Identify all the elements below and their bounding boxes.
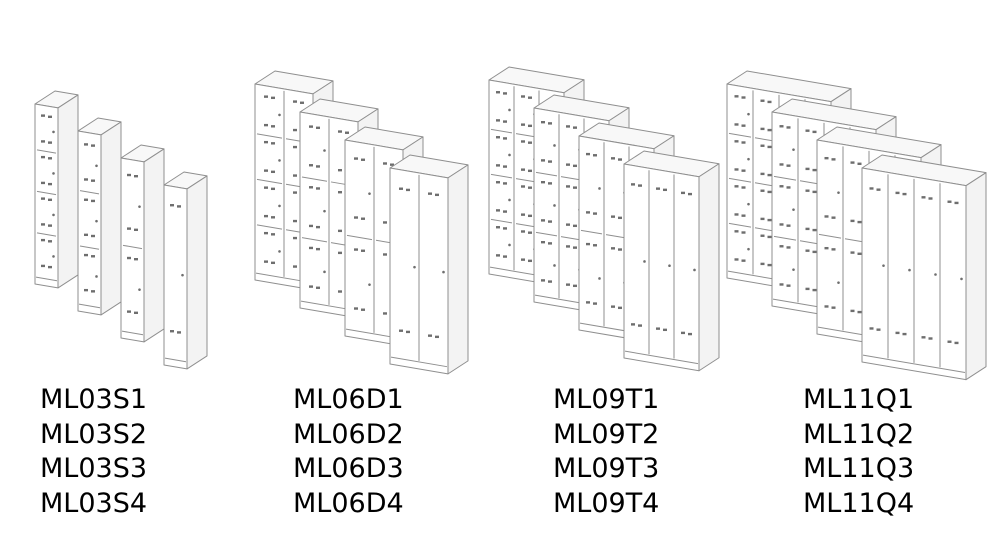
model-list-ml09t: ML09T1 ML09T2 ML09T3 ML09T4 [553, 383, 659, 521]
ml11q-locker-variant-4 [861, 154, 987, 381]
locker-group-ml09t [488, 66, 720, 372]
locker-group-ml11q [726, 70, 987, 381]
ml09t-locker-variant-4 [623, 150, 720, 372]
model-list-ml06d: ML06D1 ML06D2 ML06D3 ML06D4 [293, 383, 404, 521]
model-label: ML11Q2 [803, 418, 915, 450]
model-label: ML03S3 [40, 453, 148, 484]
model-label: ML11Q4 [803, 487, 915, 519]
model-label: ML09T1 [553, 384, 660, 415]
locker-group-ml03s [34, 90, 208, 370]
ml03s-locker-variant-2 [77, 117, 122, 316]
ml03s-locker-variant-1 [34, 90, 79, 289]
model-label: ML03S4 [40, 487, 148, 519]
model-label: ML09T4 [553, 487, 660, 519]
model-label: ML09T2 [553, 418, 660, 450]
model-label: ML06D4 [293, 487, 404, 519]
ml03s-locker-variant-3 [120, 144, 165, 343]
model-label: ML03S1 [40, 384, 148, 415]
model-label: ML06D1 [293, 384, 404, 415]
model-label: ML06D3 [293, 453, 404, 484]
model-list-ml03s: ML03S1 ML03S2 ML03S3 ML03S4 [40, 383, 147, 521]
model-label: ML03S2 [40, 418, 148, 450]
model-label: ML11Q3 [803, 453, 915, 484]
locker-group-ml06d [254, 70, 469, 375]
model-label: ML09T3 [553, 453, 660, 484]
model-label: ML06D2 [293, 418, 404, 450]
model-label: ML11Q1 [803, 384, 915, 415]
ml03s-locker-variant-4 [163, 171, 208, 370]
ml06d-locker-variant-4 [389, 154, 469, 375]
model-list-ml11q: ML11Q1 ML11Q2 ML11Q3 ML11Q4 [803, 383, 914, 521]
